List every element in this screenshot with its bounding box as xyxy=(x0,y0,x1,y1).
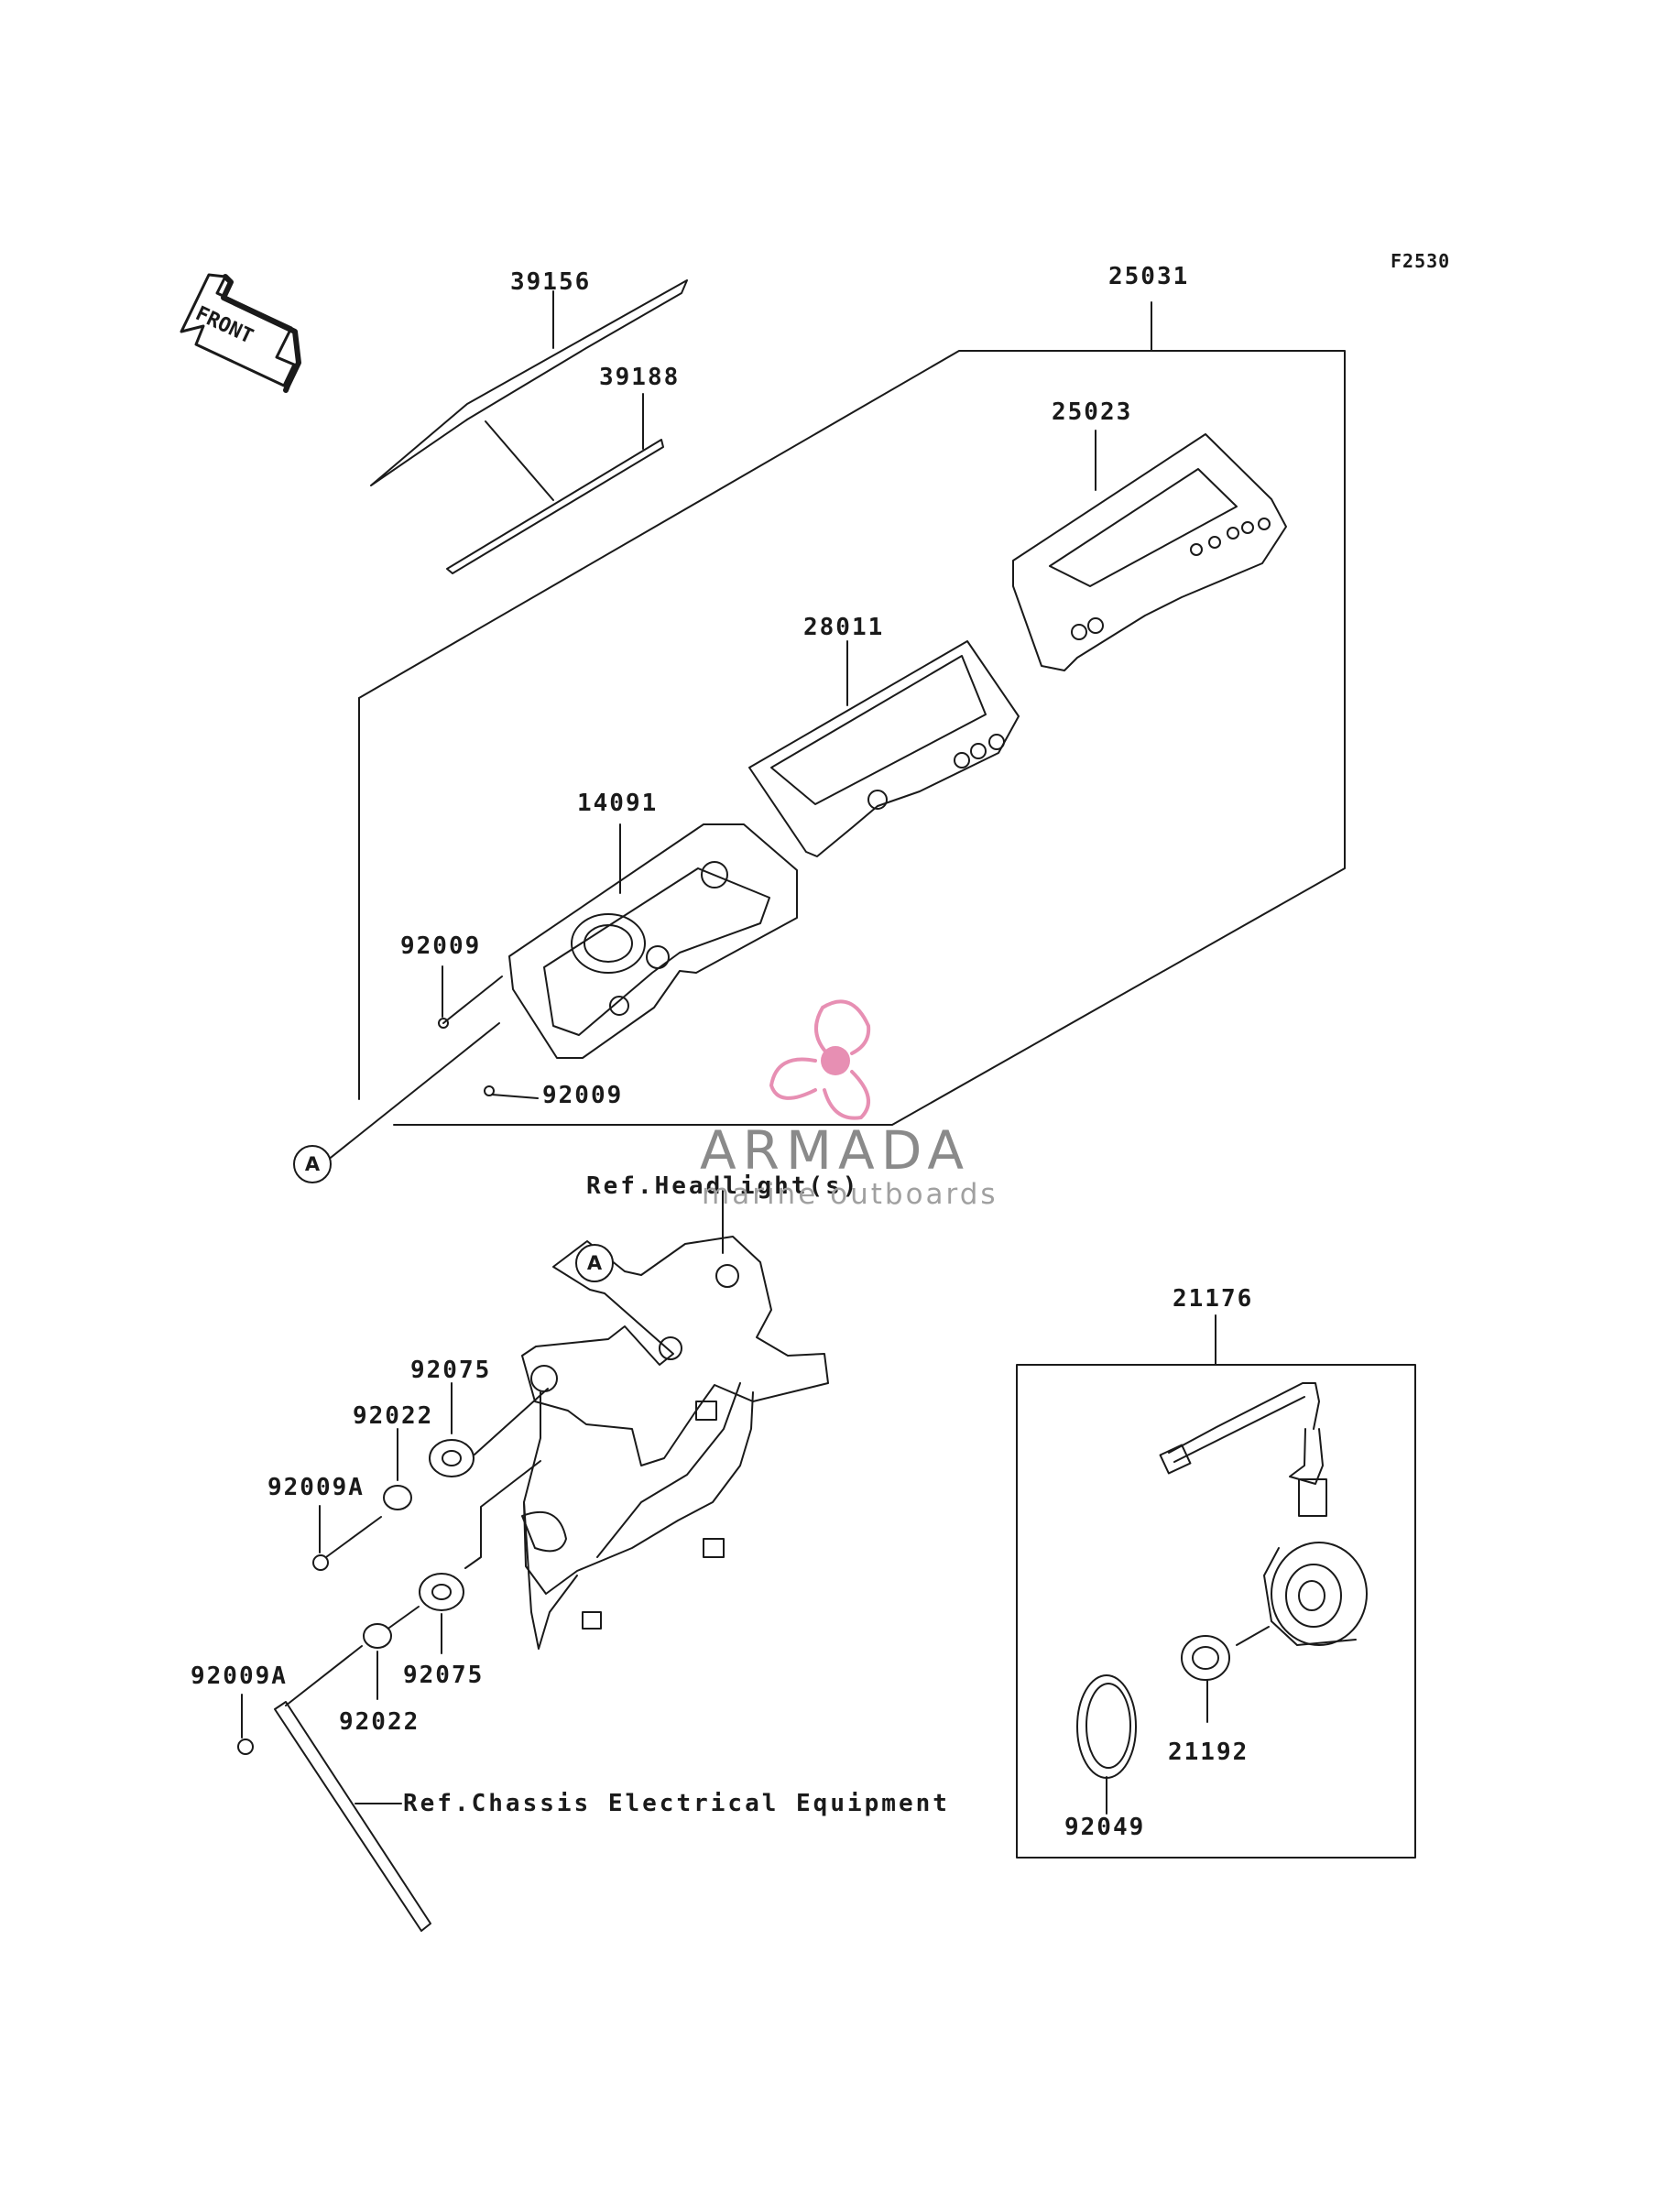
callout-a-lower: A xyxy=(575,1244,614,1282)
label-92075-bottom: 92075 xyxy=(403,1662,485,1689)
label-25023: 25023 xyxy=(1052,398,1133,426)
part-39188-strip xyxy=(446,393,664,574)
label-28011: 28011 xyxy=(803,614,885,641)
watermark-tagline: marine outboards xyxy=(702,1178,998,1211)
part-25023-meter-cover xyxy=(1012,430,1287,671)
label-92009-top: 92009 xyxy=(400,932,482,960)
part-21176-sensor xyxy=(1159,1382,1368,1646)
grommet-92075-bottom xyxy=(419,1460,541,1654)
label-39188: 39188 xyxy=(599,364,681,391)
label-92009A-bottom: 92009A xyxy=(191,1662,288,1690)
headlight-bracket xyxy=(521,1202,829,1650)
label-92049: 92049 xyxy=(1064,1814,1146,1841)
armada-logo-icon xyxy=(769,999,871,1120)
screw-92009A-bottom xyxy=(237,1694,254,1755)
front-arrow-icon xyxy=(180,273,301,393)
screw-92009A-top xyxy=(312,1505,382,1571)
ref-headlight: Ref.Headlight(s) xyxy=(586,1172,860,1200)
label-92009-bottom: 92009 xyxy=(542,1082,624,1109)
label-92022-bottom: 92022 xyxy=(339,1708,420,1736)
washer-92022-bottom xyxy=(363,1606,420,1700)
label-14091: 14091 xyxy=(577,790,659,817)
washer-92022-top xyxy=(383,1428,412,1510)
grommet-92075-top xyxy=(429,1382,549,1477)
label-25031: 25031 xyxy=(1108,263,1190,290)
ref-chassis: Ref.Chassis Electrical Equipment xyxy=(403,1790,950,1817)
part-39156-lens-cover xyxy=(370,279,688,486)
label-92022-top: 92022 xyxy=(353,1402,434,1430)
diagram-code: F2530 xyxy=(1391,250,1451,272)
label-21192: 21192 xyxy=(1168,1739,1249,1766)
label-92075-top: 92075 xyxy=(410,1357,492,1384)
part-92049-seal xyxy=(1076,1674,1137,1815)
label-21176: 21176 xyxy=(1173,1285,1254,1313)
assembly-outline-25031 xyxy=(358,301,1346,1126)
screw-92009-bottom xyxy=(322,1022,539,1165)
label-92009A-top: 92009A xyxy=(267,1474,365,1501)
label-39156: 39156 xyxy=(510,268,592,296)
harness-strap xyxy=(274,1645,431,1932)
inset-box-21176 xyxy=(1016,1314,1416,1859)
callout-a-upper: A xyxy=(293,1145,332,1183)
screw-92009-top xyxy=(438,965,503,1029)
part-14091-meter-case xyxy=(508,823,798,1059)
watermark-name: ARMADA xyxy=(700,1119,971,1182)
part-28011-meter-assembly xyxy=(748,640,1020,857)
part-21192-nut xyxy=(1181,1626,1270,1723)
